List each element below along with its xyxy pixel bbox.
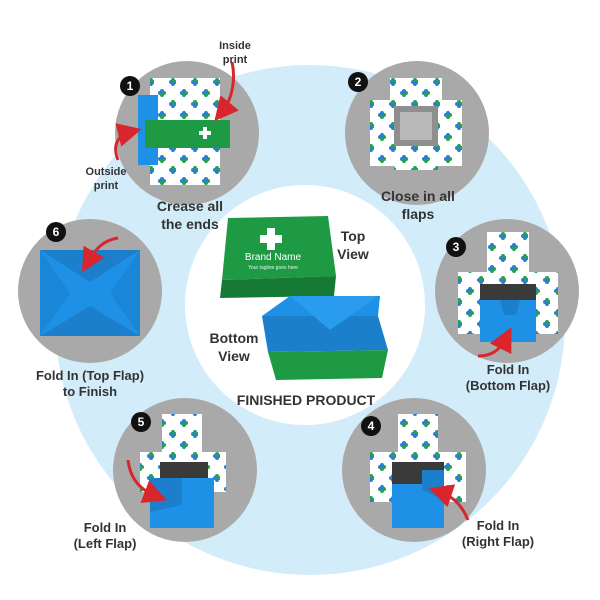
step-5-label: Fold In (Left Flap): [73, 520, 137, 552]
step-1-label: Crease all the ends: [156, 198, 224, 232]
step-1: [114, 61, 259, 205]
step-6-number: 6: [46, 222, 66, 242]
outside-print-label: Outside print: [85, 166, 127, 192]
step-1-flat-box: [138, 78, 230, 185]
inside-print-label: Inside print: [219, 40, 251, 66]
step-1-brand-icon: [199, 127, 211, 139]
finished-box-top-view: [220, 216, 336, 298]
step-3-arrow: [477, 327, 512, 358]
inside-print-arrow: [214, 61, 239, 122]
top-view-label: Top View: [337, 228, 369, 262]
step-4-label: Fold In (Right Flap): [461, 518, 535, 550]
finished-box-bottom-view: [262, 296, 388, 380]
step-4: [342, 398, 486, 542]
bottom-view-label: Bottom View: [209, 330, 259, 364]
step-6-arrow: [82, 236, 119, 273]
step-5-arrow: [126, 459, 168, 504]
step-3-box: [458, 232, 558, 342]
step-3-number: 3: [446, 237, 466, 257]
step-1-number: 1: [120, 76, 140, 96]
step-2-label: Close in all flaps: [381, 188, 455, 222]
step-3-label: Fold In (Bottom Flap): [465, 362, 551, 394]
step-5-number: 5: [131, 412, 151, 432]
step-6-box: [40, 250, 140, 336]
step-3: [435, 219, 579, 363]
outside-print-arrow: [114, 123, 142, 161]
step-4-number: 4: [361, 416, 381, 436]
brand-logo-icon: [260, 228, 282, 250]
step-2-number: 2: [348, 72, 368, 92]
step-5: [113, 398, 257, 542]
step-4-arrow: [428, 484, 470, 521]
step-6: [18, 219, 162, 363]
step-2-box: [370, 78, 462, 170]
step-6-label: Fold In (Top Flap) to Finish: [35, 368, 145, 400]
brand-name: Brand Name: [244, 252, 302, 263]
step-2: [345, 61, 489, 205]
brand-tagline: Your tagline goes here: [248, 265, 298, 271]
finished-product-title: FINISHED PRODUCT: [236, 392, 376, 408]
